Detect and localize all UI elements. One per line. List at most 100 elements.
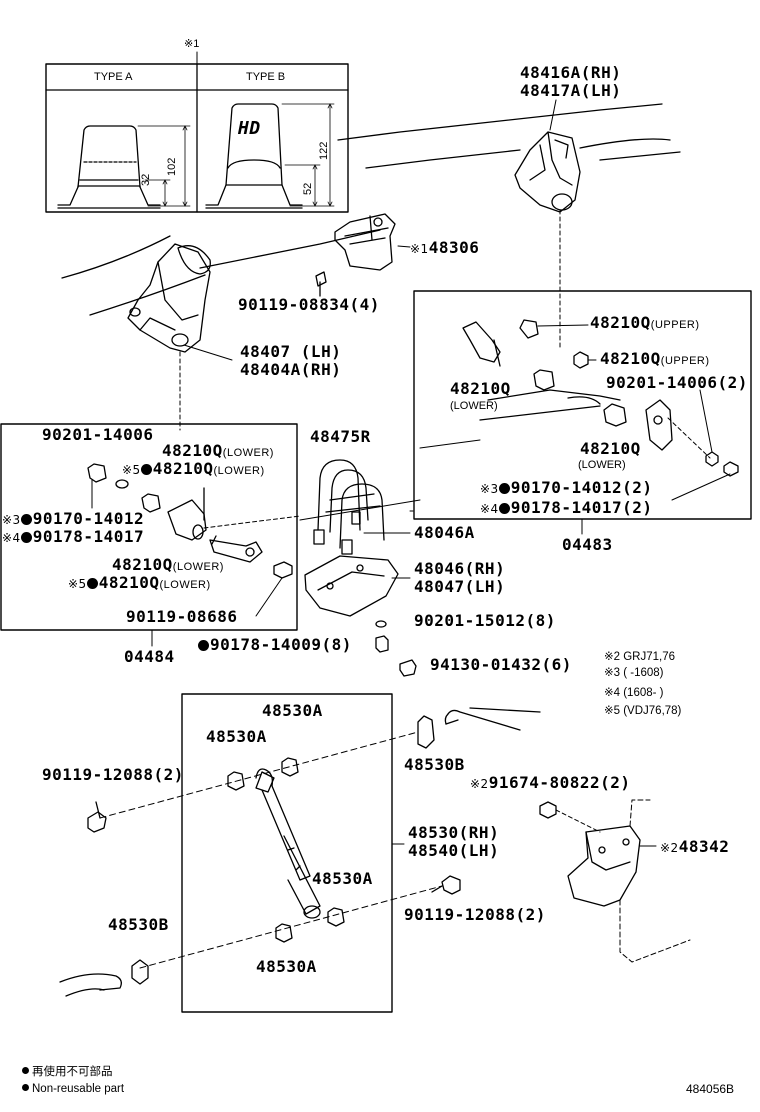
- label-90119-08834: 90119-08834(4): [238, 295, 380, 314]
- type-b-hd-badge: HD: [238, 118, 261, 139]
- label-04483: 04483: [562, 535, 613, 554]
- shock-bushings: [131, 715, 435, 985]
- label-r-48210q-lower-2: 48210Q: [580, 439, 641, 458]
- label-48342: 48342: [678, 837, 730, 856]
- type-b-dim-large: 122: [318, 141, 330, 160]
- label-48047-lh: 48047(LH): [414, 577, 506, 596]
- seat-nut: [375, 635, 389, 653]
- left-box-parts: [87, 463, 301, 617]
- label-48530a-top-2: 48530A: [206, 727, 267, 746]
- rear-hanger-bracket: [127, 243, 211, 353]
- label-r-nut-2-marker: ※4: [480, 502, 499, 516]
- non-reusable-dot: [140, 464, 152, 475]
- label-48306: 48306: [428, 238, 480, 257]
- label-l-48210q-a: 48210Q: [162, 441, 223, 460]
- label-r-48210q-lower-1: 48210Q: [450, 379, 511, 398]
- label-l-b-tag: (LOWER): [213, 465, 265, 477]
- stabilizer-bracket: [567, 799, 691, 963]
- non-reusable-dot: [86, 578, 98, 589]
- frame-rail: [61, 103, 681, 316]
- shock-absorber-box: [181, 693, 393, 1013]
- label-r-90201-14006: 90201-14006(2): [606, 373, 748, 392]
- note-5: ※5 (VDJ76,78): [604, 705, 682, 717]
- label-l-a-tag: (LOWER): [222, 447, 274, 459]
- label-l-48210q-c: 48210Q: [112, 555, 173, 574]
- bracket-bolt: [539, 801, 601, 833]
- cap-nut: [399, 659, 417, 677]
- spring-bumper-part: [334, 213, 396, 271]
- label-r-48210q-upper-1: 48210Q: [590, 313, 651, 332]
- label-90119-12088-bottom: 90119-12088(2): [404, 905, 546, 924]
- non-reusable-dot: [20, 514, 32, 525]
- label-l-90170-14012: 90170-14012: [32, 509, 145, 528]
- type-a-label: TYPE A: [94, 71, 133, 83]
- label-l-nut-1-marker: ※3: [2, 513, 21, 527]
- label-48530a-bottom-1: 48530A: [312, 869, 373, 888]
- figure-id: 484056B: [686, 1082, 735, 1096]
- spring-seat: [304, 555, 399, 617]
- label-94130-01432: 94130-01432(6): [430, 655, 572, 674]
- label-48530-rh: 48530(RH): [408, 823, 500, 842]
- note-2: ※2 GRJ71,76: [604, 651, 676, 663]
- shock-bolts: [87, 801, 461, 895]
- label-r-lower-2-tag: (LOWER): [578, 459, 626, 471]
- type-comparison-box: [45, 51, 349, 213]
- label-r-upper-1-tag: (UPPER): [650, 319, 700, 331]
- label-48540-lh: 48540(LH): [408, 841, 500, 860]
- label-48046a: 48046A: [414, 523, 475, 542]
- label-l-48210q-d: 48210Q: [98, 573, 160, 592]
- label-l-nut-2-marker: ※4: [2, 531, 21, 545]
- label-48342-marker: ※2: [660, 841, 679, 855]
- note-3: ※3 ( -1608): [604, 667, 664, 679]
- label-l-48210q-b: 48210Q: [152, 459, 214, 478]
- type-a-dim-small: 32: [140, 173, 152, 186]
- label-r-90178-14017: 90178-14017(2): [510, 498, 653, 517]
- label-48475r: 48475R: [310, 427, 371, 446]
- label-48416a-rh: 48416A(RH): [520, 63, 622, 82]
- label-90119-12088-top: 90119-12088(2): [42, 765, 184, 784]
- seat-washer: [375, 620, 387, 628]
- right-box-parts: [462, 319, 739, 501]
- label-r-nut-1-marker: ※3: [480, 482, 499, 496]
- non-reusable-dot: [498, 483, 510, 494]
- u-bolt: [313, 459, 385, 555]
- shock-absorber: [255, 768, 321, 919]
- label-48404a-rh: 48404A(RH): [240, 360, 342, 379]
- label-48306-marker: ※1: [410, 242, 429, 256]
- non-reusable-dot: [498, 503, 510, 514]
- label-48530b-bottom: 48530B: [108, 915, 169, 934]
- legend-jp: 再使用不可部品: [32, 1064, 113, 1078]
- shock-lower-mount: [59, 973, 122, 997]
- label-48530a-bottom-2: 48530A: [256, 957, 317, 976]
- label-r-upper-2-tag: (UPPER): [660, 355, 710, 367]
- label-l-d-marker: ※5: [68, 577, 87, 591]
- legend-dot: [22, 1067, 29, 1074]
- label-48407-lh: 48407 (LH): [240, 342, 342, 361]
- label-l-90178-14017: 90178-14017: [32, 527, 145, 546]
- type-a-bumper-drawing: [57, 125, 191, 209]
- label-90178-14009: 90178-14009(8): [210, 635, 352, 654]
- bumper-bolt: [315, 271, 327, 297]
- label-48417a-lh: 48417A(LH): [520, 81, 622, 100]
- label-48046-rh: 48046(RH): [414, 559, 506, 578]
- label-r-90170-14012: 90170-14012(2): [510, 478, 653, 497]
- type-box-marker: ※1: [184, 38, 200, 50]
- front-hanger-bracket: [514, 131, 581, 213]
- label-l-b-marker: ※5: [122, 463, 141, 477]
- legend-dot: [22, 1084, 29, 1091]
- label-r-48210q-upper-2: 48210Q: [600, 349, 661, 368]
- label-l-90201-14006: 90201-14006: [42, 425, 154, 444]
- type-a-dim-large: 102: [166, 157, 178, 176]
- non-reusable-dot: [20, 532, 32, 543]
- label-91674-marker: ※2: [470, 777, 489, 791]
- shock-upper-mount: [444, 707, 541, 731]
- label-91674-80822: 91674-80822(2): [488, 773, 631, 792]
- label-90119-08686: 90119-08686: [126, 607, 238, 626]
- label-l-c-tag: (LOWER): [172, 561, 224, 573]
- label-r-lower-1-tag: (LOWER): [450, 400, 498, 412]
- shock-centerlines: [99, 731, 443, 969]
- legend-en: Non-reusable part: [32, 1083, 125, 1095]
- label-l-d-tag: (LOWER): [159, 579, 211, 591]
- label-04484: 04484: [124, 647, 175, 666]
